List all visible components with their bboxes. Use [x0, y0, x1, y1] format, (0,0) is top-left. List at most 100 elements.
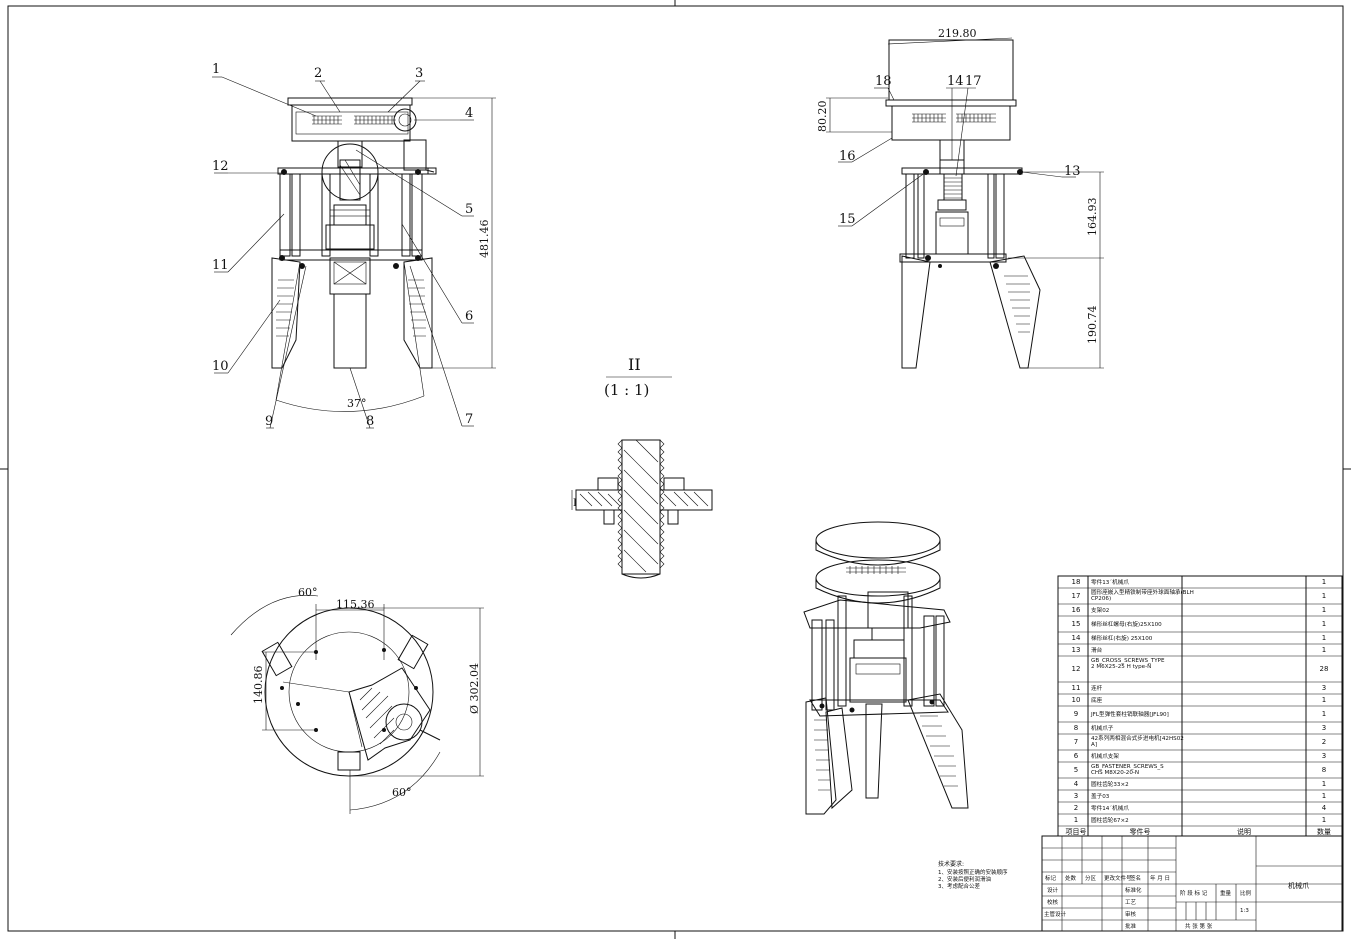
- side-width-dim: 219.80: [938, 27, 977, 40]
- tb-check: 校核: [1047, 898, 1059, 906]
- bom-row-name: 滑台: [1091, 646, 1103, 654]
- tb-chief: 主管设计: [1044, 910, 1067, 918]
- bom-row-name: 圆柱齿轮67×2: [1091, 816, 1129, 824]
- tb-drawing-name: 机械爪: [1288, 881, 1309, 890]
- bom-row-qty: 3: [1322, 684, 1326, 692]
- bom-row-name: 梯形丝杠螺母(右旋)25X100: [1091, 620, 1162, 628]
- bom-row-no: 14: [1072, 634, 1081, 642]
- tb-scale-label: 比例: [1240, 889, 1252, 897]
- bom-row-qty: 1: [1322, 792, 1326, 800]
- bom-row-qty: 1: [1322, 578, 1326, 586]
- bom-row-qty: 1: [1322, 620, 1326, 628]
- bom-row-name: JFL型弹性套柱销联轴器[JFL90]: [1090, 710, 1169, 718]
- notes-line-1: 1、安装按照正确的安装顺序: [938, 868, 1008, 876]
- bom-row-no: 12: [1072, 665, 1081, 673]
- bom-row-qty: 1: [1322, 696, 1326, 704]
- bom-row-qty: 1: [1322, 646, 1326, 654]
- balloon-15: 15: [839, 212, 856, 227]
- bom-row-no: 7: [1074, 738, 1078, 746]
- tb-date: 年 月 日: [1150, 874, 1170, 882]
- isometric-view: [803, 521, 969, 815]
- balloon-10: 10: [212, 359, 229, 374]
- balloon-7: 7: [465, 412, 473, 427]
- side-view: 219.80 80.20 164.93 190.74 18 14 17 16 1…: [816, 27, 1104, 369]
- bom-header-qty: 数量: [1317, 827, 1331, 836]
- top-angle-bottom: 60°: [392, 786, 412, 799]
- bom-header-name: 零件号: [1130, 827, 1151, 836]
- tb-process: 工艺: [1125, 899, 1137, 906]
- detail-label: II: [628, 355, 641, 374]
- balloon-12: 12: [212, 159, 229, 174]
- top-diameter-dim: Ø 302.04: [468, 663, 481, 714]
- bom-row-no: 15: [1072, 620, 1081, 628]
- balloon-9: 9: [265, 414, 273, 429]
- bom-row-qty: 1: [1322, 710, 1326, 718]
- tb-approve: 批准: [1125, 922, 1137, 930]
- bom-row-name: 机械爪子: [1091, 724, 1114, 732]
- tb-sign: 签名: [1130, 874, 1141, 882]
- bom-row-no: 3: [1074, 792, 1078, 800]
- bom-row-no: 10: [1072, 696, 1081, 704]
- bom-row-qty: 8: [1322, 766, 1326, 774]
- front-angle-dim: 37°: [347, 397, 367, 410]
- bom-row-name: 机械爪支架: [1091, 752, 1119, 760]
- tb-review: 审核: [1125, 910, 1137, 918]
- bom-row-no: 11: [1072, 684, 1081, 692]
- bom-row-no: 17: [1072, 592, 1081, 600]
- bom-row-name: 圆柱齿轮33×2: [1091, 780, 1129, 788]
- top-angle-top: 60°: [298, 586, 318, 599]
- balloon-5: 5: [465, 202, 473, 217]
- detail-scale: (1 : 1): [604, 381, 649, 399]
- bom-row-qty: 1: [1322, 592, 1326, 600]
- top-width-dim: 115.36: [336, 598, 375, 611]
- bom-row-no: 4: [1074, 780, 1079, 788]
- balloon-2: 2: [314, 66, 322, 81]
- balloon-6: 6: [465, 309, 473, 324]
- notes-line-2: 2、安装后便利润滑油: [938, 875, 991, 883]
- side-mid-dim: 164.93: [1086, 198, 1099, 237]
- top-view: 60° 115.36 140.86 Ø 302.04 60°: [230, 586, 484, 814]
- balloon-17: 17: [965, 74, 982, 89]
- detail-marker: I: [573, 498, 577, 509]
- side-bottom-dim: 190.74: [1086, 306, 1099, 345]
- tb-mark: 标记: [1045, 874, 1057, 882]
- balloon-1: 1: [212, 62, 220, 77]
- tb-standard: 标准化: [1125, 886, 1142, 894]
- tb-design: 设计: [1047, 886, 1059, 894]
- tb-stage: 阶 段 标 记: [1180, 889, 1208, 897]
- bom-row-no: 1: [1074, 816, 1078, 824]
- balloon-14: 14: [947, 74, 964, 89]
- top-height-dim: 140.86: [252, 666, 265, 705]
- bom-row-no: 6: [1074, 752, 1079, 760]
- notes-line-3: 3、考虑配合公差: [938, 882, 980, 890]
- bom-row-name: 底座: [1091, 696, 1103, 704]
- balloon-8: 8: [366, 414, 374, 429]
- bom-row-qty: 2: [1322, 738, 1326, 746]
- tb-zone: 分区: [1085, 874, 1097, 882]
- bom-row-name: 连杆: [1091, 684, 1103, 692]
- balloon-13: 13: [1064, 164, 1081, 179]
- bom-row-name: 零件13´机械爪: [1091, 578, 1129, 586]
- bom-row-qty: 1: [1322, 780, 1326, 788]
- side-top-dim: 80.20: [816, 101, 829, 133]
- bom-row-qty: 4: [1322, 804, 1327, 812]
- bom-row-qty: 3: [1322, 724, 1326, 732]
- front-view: 37° 481.46 1 2 3 4 12 5 11: [212, 62, 496, 429]
- bom-row-qty: 1: [1322, 634, 1326, 642]
- bom-row-qty: 3: [1322, 752, 1326, 760]
- tb-scale: 1:3: [1240, 908, 1249, 914]
- bom-row-name: 零件14´机械爪: [1091, 804, 1129, 812]
- bom-row-no: 5: [1074, 766, 1078, 774]
- bom-row-qty: 28: [1320, 665, 1329, 673]
- notes-title: 技术要求:: [938, 860, 964, 868]
- front-height-dim: 481.46: [478, 220, 491, 259]
- balloon-11: 11: [212, 258, 229, 273]
- balloon-16: 16: [839, 149, 856, 164]
- bom-row-name: 支架02: [1091, 606, 1109, 614]
- bom-row-no: 2: [1074, 804, 1078, 812]
